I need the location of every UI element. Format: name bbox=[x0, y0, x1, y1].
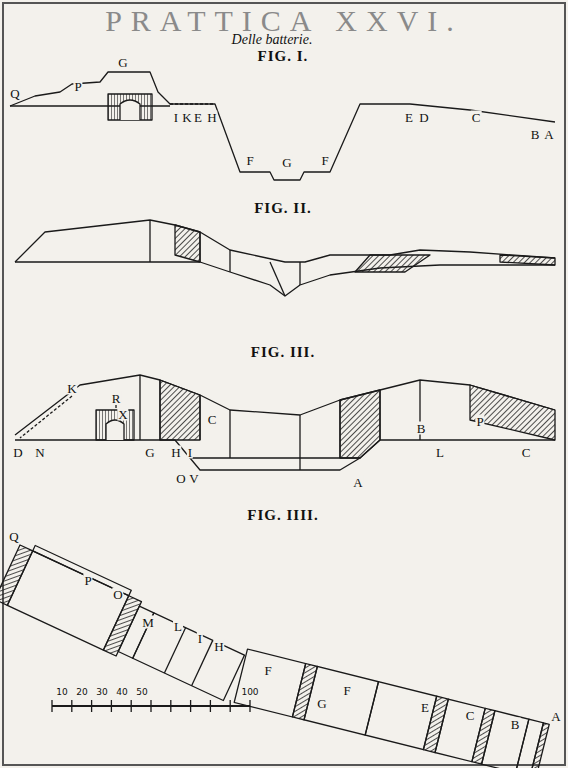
callout-letter: B bbox=[510, 718, 521, 731]
callout-letter: I bbox=[187, 446, 193, 459]
scale-bar bbox=[52, 700, 250, 712]
scale-tick bbox=[249, 700, 250, 712]
callout-letter: D bbox=[12, 446, 23, 459]
callout-letter: K bbox=[66, 382, 77, 395]
subtitle: Delle batterie. bbox=[231, 33, 314, 47]
callout-letter: A bbox=[543, 128, 554, 141]
callout-letter: G bbox=[281, 156, 292, 169]
callout-letter: Q bbox=[9, 87, 20, 100]
plan-figure-4b bbox=[234, 649, 549, 768]
scale-tick bbox=[71, 700, 72, 712]
figure-heading: FIG. III. bbox=[250, 345, 316, 360]
callout-letter: I bbox=[197, 632, 203, 645]
callout-letter: E bbox=[404, 111, 414, 124]
scale-tick bbox=[51, 700, 52, 712]
callout-letter: Q bbox=[8, 530, 19, 543]
page-border bbox=[3, 3, 565, 765]
callout-letter: B bbox=[530, 128, 541, 141]
callout-letter: F bbox=[245, 154, 254, 167]
callout-letter: L bbox=[435, 446, 445, 459]
callout-letter: H bbox=[206, 111, 217, 124]
callout-letter: R bbox=[111, 392, 122, 405]
callout-letter: G bbox=[316, 697, 327, 710]
callout-letter: O bbox=[175, 472, 186, 485]
callout-letter: K bbox=[181, 111, 192, 124]
scale-number: 10 bbox=[55, 688, 68, 697]
callout-letter: X bbox=[117, 408, 128, 421]
scale-tick bbox=[230, 700, 231, 712]
scale-tick bbox=[111, 700, 112, 712]
figure-heading: FIG. II. bbox=[253, 201, 313, 216]
scale-tick bbox=[131, 700, 132, 712]
scale-tick bbox=[91, 700, 92, 712]
callout-letter: H bbox=[170, 446, 181, 459]
perspective-figure-3 bbox=[15, 375, 555, 470]
callout-letter: M bbox=[141, 616, 155, 629]
profile-figure-1 bbox=[10, 72, 555, 180]
callout-letter: E bbox=[193, 111, 203, 124]
scale-number: 20 bbox=[75, 688, 88, 697]
scale-number: 40 bbox=[115, 688, 128, 697]
callout-letter: P bbox=[83, 574, 92, 587]
callout-letter: G bbox=[117, 56, 128, 69]
callout-letter: D bbox=[418, 111, 429, 124]
callout-letter: C bbox=[207, 413, 218, 426]
callout-letter: P bbox=[73, 80, 82, 93]
callout-letter: L bbox=[173, 620, 183, 633]
figure-heading: FIG. IIII. bbox=[246, 508, 319, 523]
figure-heading: FIG. I. bbox=[257, 49, 310, 64]
callout-letter: C bbox=[471, 111, 482, 124]
plan-figure-4a bbox=[0, 540, 249, 705]
callout-letter: H bbox=[213, 640, 224, 653]
scale-tick bbox=[150, 700, 151, 712]
callout-letter: C bbox=[465, 709, 476, 722]
scale-tick bbox=[170, 700, 171, 712]
scale-number: 50 bbox=[135, 688, 148, 697]
perspective-figure-2 bbox=[15, 220, 555, 296]
callout-letter: A bbox=[352, 476, 363, 489]
callout-letter: A bbox=[550, 710, 561, 723]
callout-letter: V bbox=[188, 472, 199, 485]
scale-number: 100 bbox=[240, 688, 259, 697]
callout-letter: O bbox=[112, 588, 123, 601]
callout-letter: C bbox=[521, 446, 532, 459]
scale-tick bbox=[190, 700, 191, 712]
callout-letter: F bbox=[263, 664, 272, 677]
scale-number: 30 bbox=[95, 688, 108, 697]
callout-letter: I bbox=[173, 111, 179, 124]
callout-letter: F bbox=[342, 684, 351, 697]
callout-letter: B bbox=[416, 422, 427, 435]
page-title: PRATTICA XXVI. bbox=[0, 6, 568, 36]
callout-letter: N bbox=[34, 446, 45, 459]
callout-letter: E bbox=[420, 701, 430, 714]
callout-letter: P bbox=[475, 415, 484, 428]
callout-letter: F bbox=[320, 154, 329, 167]
callout-letter: G bbox=[144, 446, 155, 459]
scale-tick bbox=[210, 700, 211, 712]
